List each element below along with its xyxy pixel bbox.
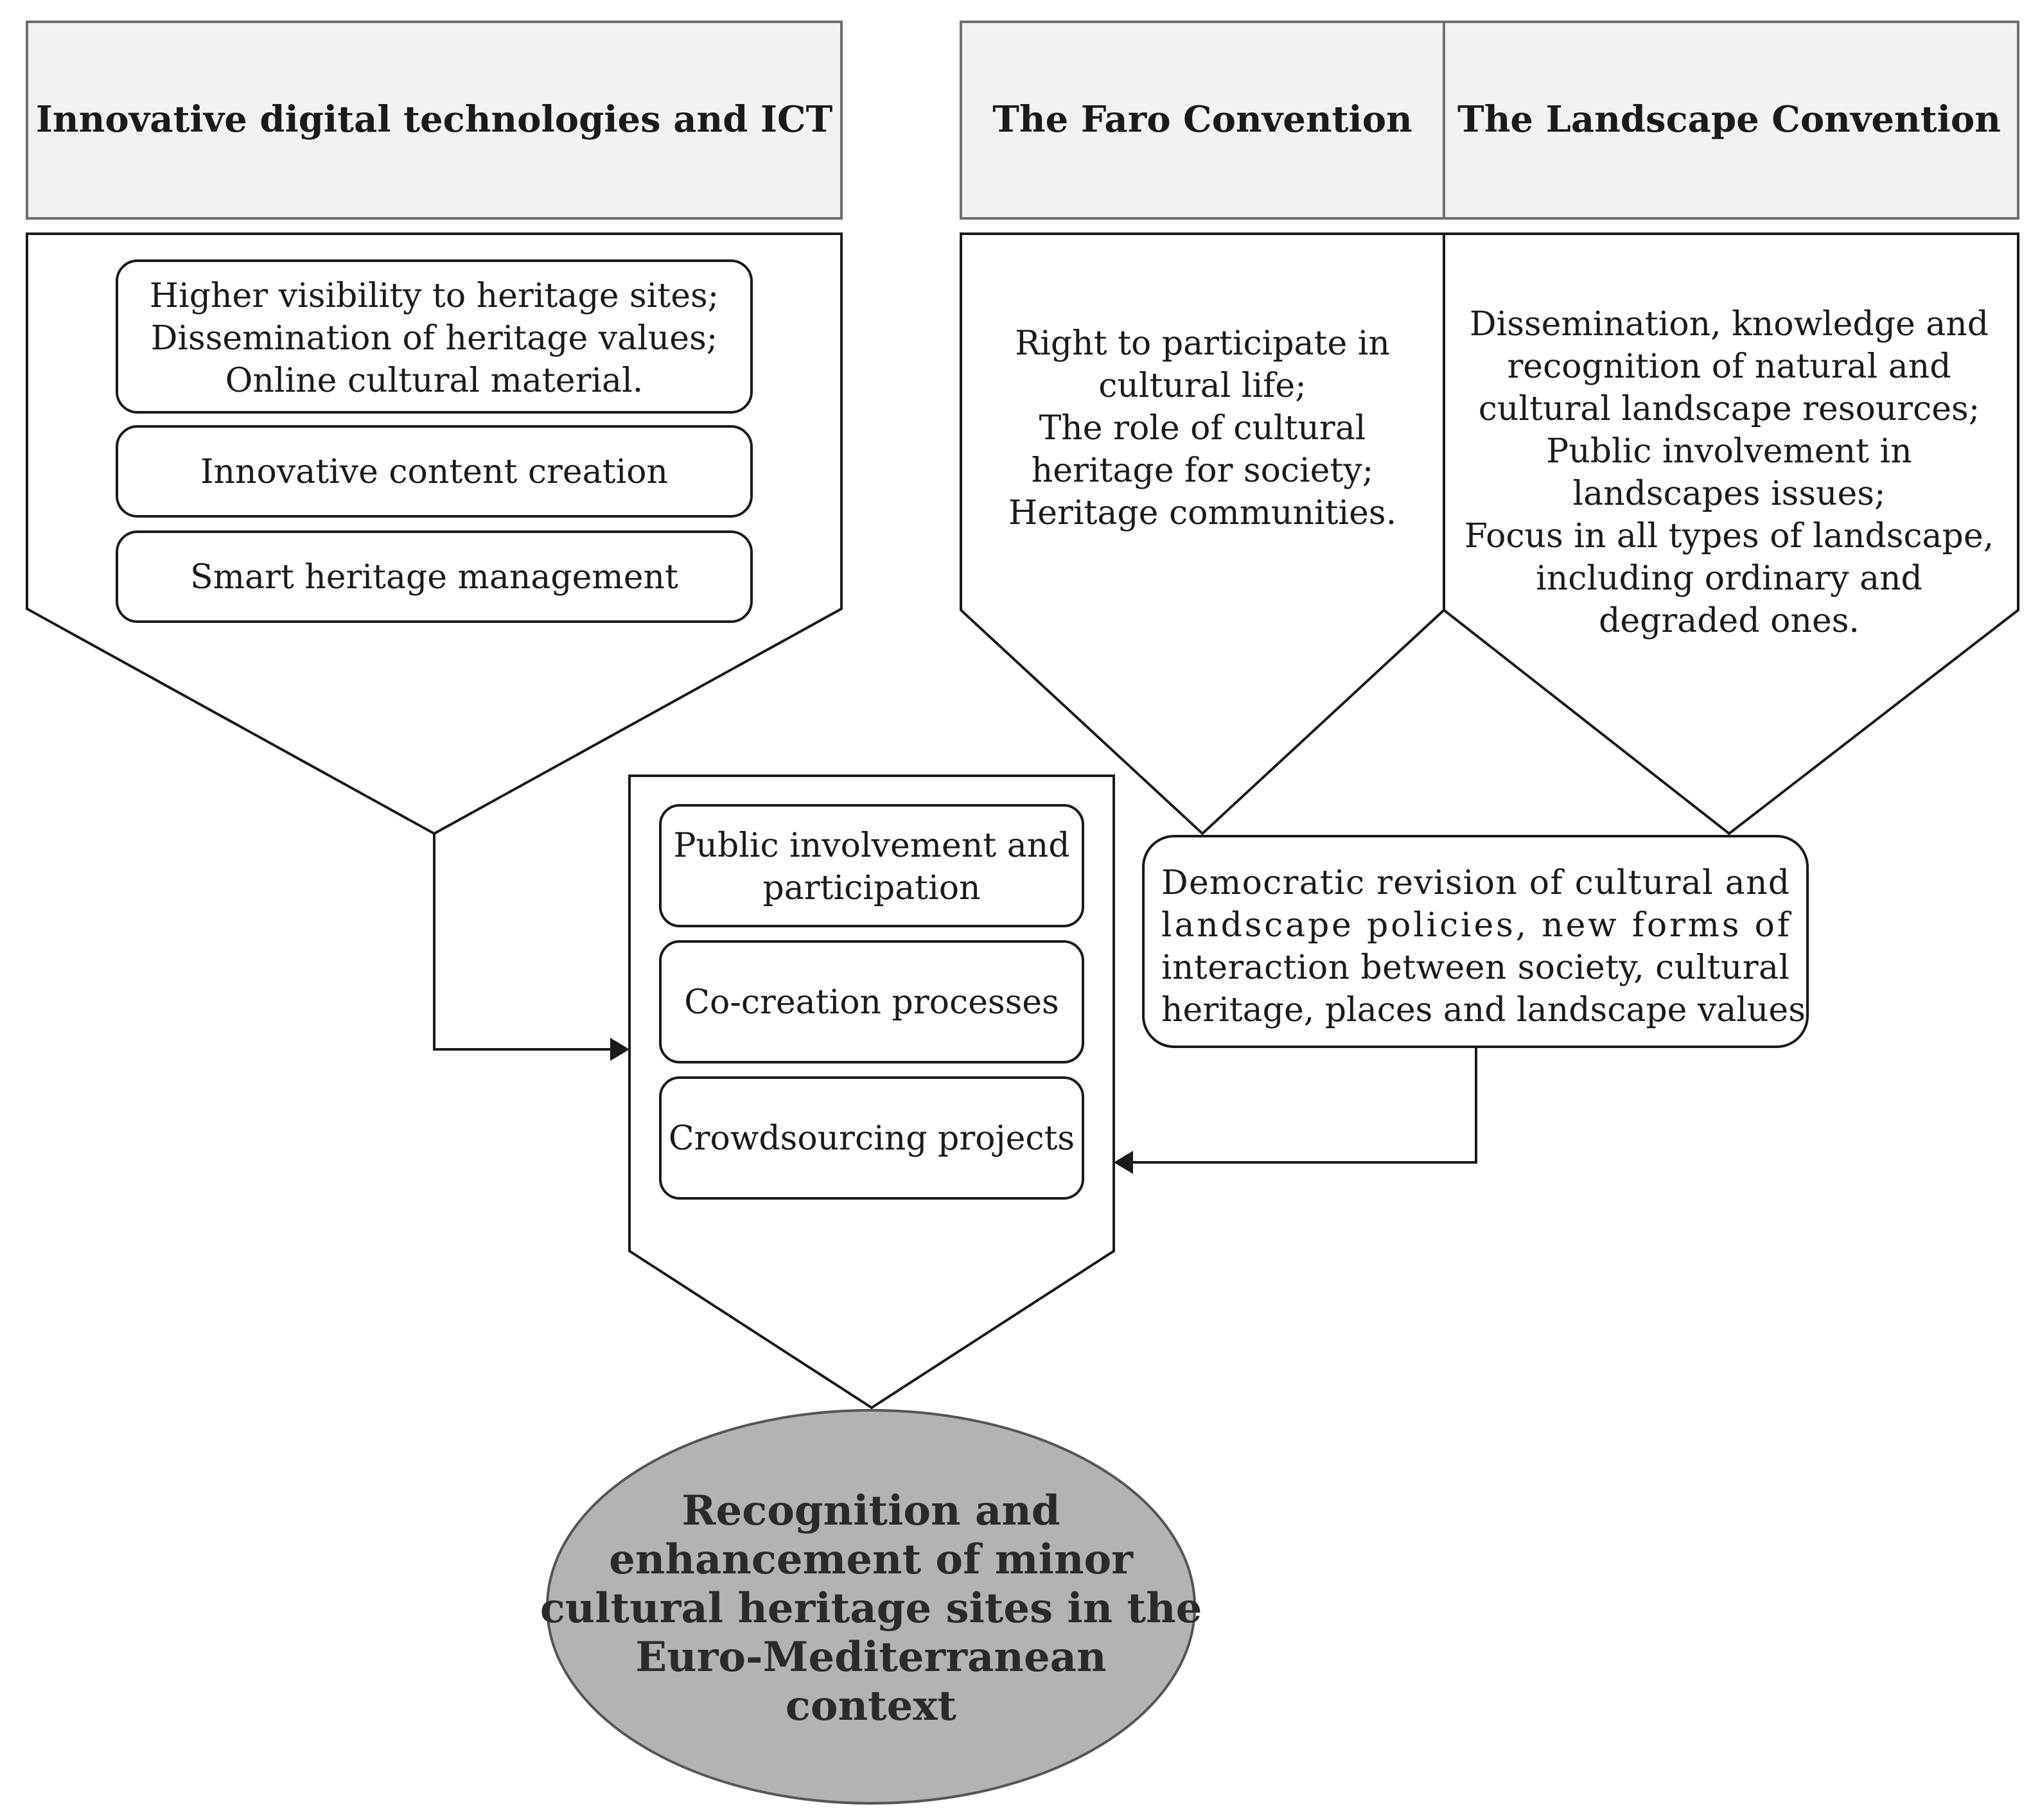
faro-line-2: cultural life; [1098, 367, 1306, 405]
center-public-box: Public involvement and participation [659, 804, 1084, 927]
landscape-line-2: recognition of natural and [1507, 347, 1951, 386]
connector-ict-to-center [433, 834, 618, 1051]
center-crowdsourcing-label: Crowdsourcing projects [669, 1119, 1075, 1158]
arrowhead-democratic-to-center [1114, 1151, 1133, 1174]
ict-visibility-box: Higher visibility to heritage sites; Dis… [116, 259, 753, 414]
democratic-line-4: heritage, places and landscape values [1161, 991, 1806, 1029]
center-cocreation-label: Co-creation processes [684, 983, 1059, 1022]
header-landscape-label: The Landscape Convention [1457, 98, 2001, 141]
header-landscape: The Landscape Convention [1443, 21, 2019, 220]
faro-line-3: The role of cultural [1039, 409, 1366, 448]
header-faro: The Faro Convention [960, 21, 1445, 220]
ict-content-label: Innovative content creation [200, 453, 668, 491]
header-ict-label: Innovative digital technologies and ICT [36, 98, 833, 141]
center-cocreation-box: Co-creation processes [659, 940, 1084, 1063]
landscape-line-6: Focus in all types of landscape, [1464, 517, 1994, 556]
democratic-box: Democratic revision of cultural and land… [1142, 835, 1809, 1048]
democratic-line-1: Democratic revision of cultural and [1161, 864, 1789, 902]
landscape-description: Dissemination, knowledge and recognition… [1464, 305, 1994, 640]
outcome-line-1: Recognition and [681, 1487, 1060, 1535]
outcome-line-3: cultural heritage sites in the [540, 1584, 1202, 1632]
header-ict: Innovative digital technologies and ICT [26, 21, 843, 220]
landscape-line-3: cultural landscape resources; [1479, 390, 1980, 428]
outcome-ellipse: Recognition and enhancement of minor cul… [540, 1409, 1202, 1805]
outcome-line-4: Euro-Mediterranean [635, 1633, 1106, 1681]
faro-line-5: Heritage communities. [1008, 494, 1396, 532]
faro-line-1: Right to participate in [1015, 324, 1390, 363]
center-public-line-2: participation [762, 869, 980, 907]
ict-management-box: Smart heritage management [116, 530, 753, 623]
connector-democratic-to-center [1125, 1047, 1477, 1164]
arrowhead-ict-to-center [610, 1038, 629, 1061]
landscape-line-8: degraded ones. [1599, 602, 1860, 640]
outcome-line-2: enhancement of minor [609, 1536, 1134, 1584]
ict-content-box: Innovative content creation [116, 425, 753, 518]
faro-description: Right to participate in cultural life; T… [1008, 324, 1396, 532]
landscape-line-4: Public involvement in [1546, 432, 1912, 471]
ict-visibility-line-3: Online cultural material. [225, 362, 643, 400]
landscape-line-1: Dissemination, knowledge and [1470, 305, 1989, 344]
center-public-line-1: Public involvement and [673, 827, 1069, 865]
ict-visibility-line-1: Higher visibility to heritage sites; [150, 277, 719, 315]
landscape-pentagon [1443, 232, 2019, 836]
democratic-line-3: interaction between society, cultural [1161, 949, 1789, 987]
ict-management-label: Smart heritage management [190, 558, 678, 597]
ict-visibility-line-2: Dissemination of heritage values; [151, 319, 718, 358]
democratic-line-2: landscape policies, new forms of [1161, 906, 1792, 945]
faro-pentagon [960, 232, 1445, 836]
center-crowdsourcing-box: Crowdsourcing projects [659, 1076, 1084, 1200]
landscape-line-7: including ordinary and [1536, 559, 1922, 598]
header-faro-label: The Faro Convention [992, 98, 1412, 141]
outcome-line-5: context [786, 1682, 957, 1730]
faro-line-4: heritage for society; [1032, 451, 1374, 490]
landscape-line-5: landscapes issues; [1573, 475, 1886, 513]
